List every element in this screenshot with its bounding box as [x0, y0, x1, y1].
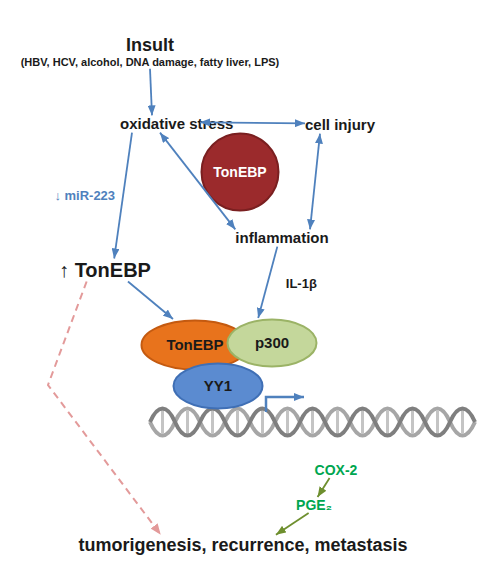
- protein-ellipse-shape: [228, 320, 317, 367]
- outcome-node: tumorigenesis, recurrence, metastasis: [78, 535, 407, 556]
- protein-ellipse: YY1: [172, 362, 264, 410]
- dna-base-pairs: [163, 410, 463, 434]
- transcription-start-arrow: [266, 397, 304, 412]
- node-label: COX-2: [315, 462, 358, 478]
- protein-ellipse-shape: [174, 364, 263, 409]
- node-label: p300: [255, 334, 289, 351]
- process-node: cell injury: [305, 116, 355, 133]
- arrow-connector: [318, 478, 330, 497]
- edge-label: ↓ miR-223: [54, 188, 115, 203]
- process-node: inflammation: [235, 229, 328, 246]
- node-subtitle: (HBV, HCV, alcohol, DNA damage, fatty li…: [21, 56, 280, 69]
- gene-node: COX-2: [315, 462, 358, 478]
- arrow-connector: [258, 247, 277, 318]
- center-circle: TonEBP: [200, 132, 280, 212]
- process-node: oxidative stress: [120, 115, 200, 132]
- node-label: inflammation: [235, 229, 328, 246]
- node-label: TonEBP: [213, 164, 266, 180]
- node-label: YY1: [204, 377, 232, 394]
- edge-label: IL-1β: [286, 277, 317, 292]
- arrow-connector: [128, 282, 173, 320]
- protein-ellipse: p300: [226, 318, 318, 368]
- dna-strand: [150, 409, 475, 436]
- arrow-connector: [200, 122, 305, 123]
- arrow-connector: [160, 133, 235, 230]
- dna-strand: [150, 409, 475, 436]
- node-label: Insult: [21, 35, 280, 56]
- node-label: oxidative stress: [120, 115, 200, 132]
- product-node: PGE₂: [296, 497, 332, 513]
- arrow-connector: [150, 69, 152, 116]
- insult-node: Insult(HBV, HCV, alcohol, DNA damage, fa…: [21, 35, 280, 68]
- node-label: PGE₂: [296, 497, 332, 513]
- arrow-connector: [114, 133, 132, 259]
- arrow-connector: [310, 134, 320, 230]
- node-label: TonEBP: [166, 336, 223, 353]
- node-label: cell injury: [305, 116, 355, 133]
- arrow-connector: [48, 282, 161, 535]
- node-label: tumorigenesis, recurrence, metastasis: [78, 535, 407, 556]
- arrow-connector: [276, 513, 309, 535]
- upregulation-node: ↑ TonEBP: [59, 259, 151, 282]
- center-circle-shape: [202, 134, 279, 211]
- node-label: ↑ TonEBP: [59, 259, 151, 282]
